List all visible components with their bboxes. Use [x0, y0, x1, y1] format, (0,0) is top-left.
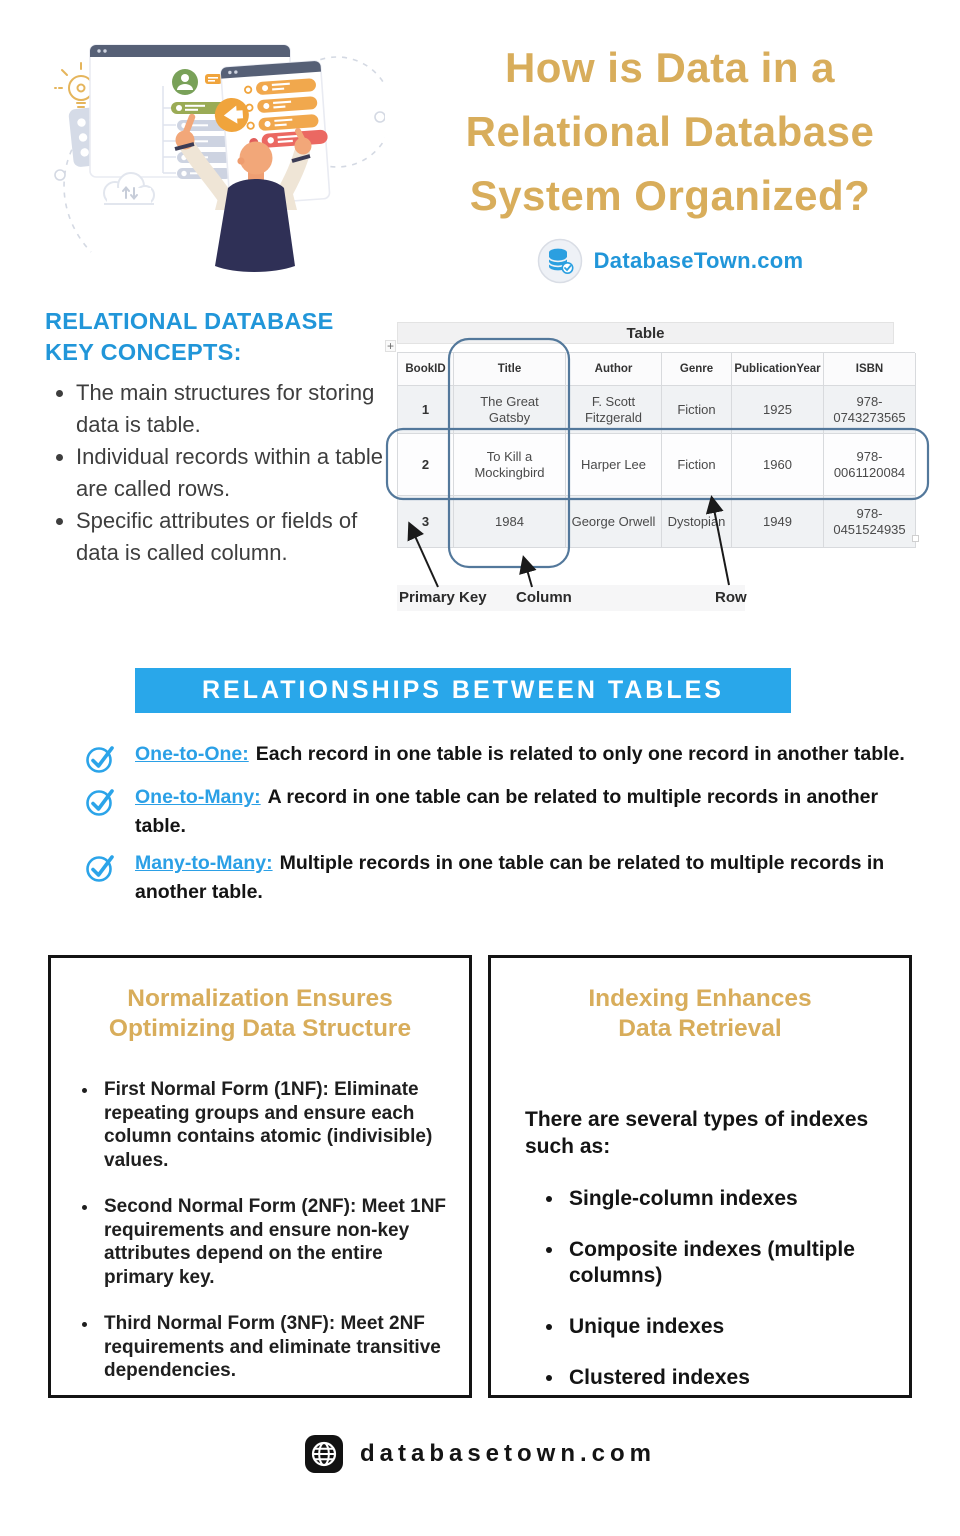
key-concepts-section: RELATIONAL DATABASE KEY CONCEPTS: The ma… [45, 306, 387, 569]
table-cell: 978-0061120084 [824, 434, 916, 496]
relationship-item: Many-to-Many:Multiple records in one tab… [84, 849, 916, 907]
title-line-1: How is Data in a [504, 44, 836, 91]
table-cell: 1960 [732, 434, 824, 496]
relationship-item: One-to-One: Each record in one table is r… [84, 740, 916, 775]
title-line-2: Relational Database [465, 108, 875, 155]
relationship-text: One-to-One: Each record in one table is r… [135, 740, 905, 775]
database-logo-icon [537, 238, 582, 284]
table-cell: The Great Gatsby [454, 386, 566, 434]
title-line-3: System Organized? [469, 172, 871, 219]
normal-form-item: First Normal Form (1NF): Eliminate repea… [99, 1078, 447, 1172]
table-cell: 1949 [732, 496, 824, 548]
table-cell: 3 [398, 496, 454, 548]
normal-form-item: Third Normal Form (3NF): Meet 2NF requir… [99, 1312, 447, 1383]
relationship-desc: A record in one table can be related to … [135, 786, 879, 837]
column-label: Column [516, 589, 572, 606]
table-header-cell: Genre [662, 353, 732, 386]
person-figure [174, 113, 312, 272]
indexing-intro: There are several types of indexes such … [525, 1108, 869, 1158]
table-cell: F. Scott Fitzgerald [566, 386, 662, 434]
box-title-line: Indexing Enhances [588, 985, 812, 1012]
illustration-graphic [54, 44, 393, 272]
key-concepts-list: The main structures for storing data is … [45, 377, 387, 569]
books-table: BookID Title Author Genre PublicationYea… [397, 352, 916, 548]
table-header-cell: BookID [398, 353, 454, 386]
table-header-cell: ISBN [824, 353, 916, 386]
resize-handle [912, 535, 919, 542]
check-circle-icon [86, 746, 114, 773]
table-header-cell: PublicationYear [732, 353, 824, 386]
relationship-term: One-to-One: [135, 743, 249, 765]
key-concepts-heading: RELATIONAL DATABASE KEY CONCEPTS: [45, 308, 334, 365]
column-arrow [519, 555, 537, 588]
check-circle-icon [86, 789, 114, 816]
table-cell: To Kill a Mockingbird [454, 434, 566, 496]
globe-icon [304, 1435, 343, 1473]
table-header-cell: Title [454, 353, 566, 386]
check-circle-icon [86, 855, 114, 882]
page-title: How is Data in a Relational Database Sys… [390, 36, 950, 228]
index-type-item: Unique indexes [565, 1314, 891, 1340]
table-example-panel: Table + BookID Title Author Genre Public… [385, 313, 930, 615]
relationship-term: Many-to-Many: [135, 852, 273, 874]
relationship-term: One-to-Many: [135, 786, 261, 808]
brand-name: DatabaseTown.com [593, 248, 804, 273]
table-cell: 2 [398, 434, 454, 496]
key-concept-item: Specific attributes or fields of data is… [76, 505, 387, 569]
relationship-text: One-to-Many:A record in one table can be… [135, 783, 916, 841]
label-band [397, 585, 745, 611]
table-header-cell: Author [566, 353, 662, 386]
table-cell: 1 [398, 386, 454, 434]
normalization-box: Normalization Ensures Optimizing Data St… [48, 955, 472, 1398]
site-name: databasetown.com [359, 1440, 657, 1467]
plus-icon: + [385, 339, 397, 353]
table-cell: Dystopian [662, 496, 732, 548]
relationship-desc: Multiple records in one table can be rel… [135, 852, 885, 903]
index-type-item: Composite indexes (multiple columns) [565, 1237, 891, 1289]
indexing-box: Indexing Enhances Data Retrieval There a… [488, 955, 912, 1398]
relationship-item: One-to-Many:A record in one table can be… [84, 783, 916, 841]
relationship-text: Many-to-Many:Multiple records in one tab… [135, 849, 916, 907]
index-type-item: Single-column indexes [565, 1186, 891, 1212]
indexing-box-title: Indexing Enhances Data Retrieval [491, 984, 909, 1044]
table-cell: 1984 [454, 496, 566, 548]
table-cell: Fiction [662, 434, 732, 496]
index-type-item: Clustered indexes [565, 1365, 891, 1391]
table-cell: 1925 [732, 386, 824, 434]
box-title-line: Normalization Ensures [127, 985, 393, 1012]
normal-form-item: Second Normal Form (2NF): Meet 1NF requi… [99, 1195, 447, 1289]
table-cell: George Orwell [566, 496, 662, 548]
cloud-sync-icon [103, 172, 155, 205]
row-label: Row [715, 589, 747, 606]
normalization-list: First Normal Form (1NF): Eliminate repea… [99, 1078, 447, 1383]
brand: DatabaseTown.com [390, 238, 950, 284]
table-cell: 978-0743273565 [824, 386, 916, 434]
relationship-desc: Each record in one table is related to o… [255, 743, 905, 765]
table-cell: Fiction [662, 386, 732, 434]
index-types-list: Single-column indexes Composite indexes … [565, 1186, 891, 1391]
key-concept-item: Individual records within a table are ca… [76, 441, 387, 505]
table-title-bar: Table [397, 322, 894, 344]
box-title-line: Data Retrieval [618, 1015, 782, 1042]
footer: databasetown.com [0, 1434, 960, 1474]
table-cell: Harper Lee [566, 434, 662, 496]
key-concept-item: The main structures for storing data is … [76, 377, 387, 441]
normalization-box-title: Normalization Ensures Optimizing Data St… [51, 984, 469, 1044]
table-cell: 978-0451524935 [824, 496, 916, 548]
box-title-line: Optimizing Data Structure [108, 1015, 412, 1042]
relationships-banner: RELATIONSHIPS BETWEEN TABLES [135, 668, 791, 713]
relationships-list: One-to-One: Each record in one table is r… [84, 740, 916, 915]
primary-key-label: Primary Key [399, 589, 487, 606]
people-organizing-data-illustration [35, 20, 393, 300]
